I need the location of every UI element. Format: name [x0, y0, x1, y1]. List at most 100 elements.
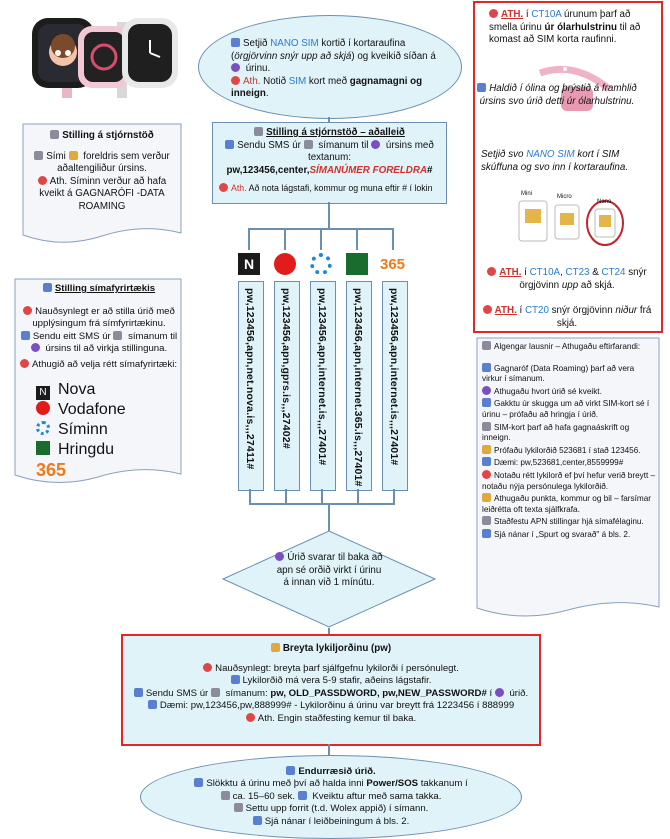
- watch-icon: [275, 552, 285, 561]
- text: snýr örgjövinn: [548, 305, 616, 316]
- arrow-right-icon: [147, 700, 157, 710]
- pin-icon: [219, 183, 228, 192]
- text: gagnamagni og inneign: [231, 75, 423, 100]
- text: Ath.: [243, 75, 261, 87]
- command-text: pw,123456,center,: [226, 164, 310, 176]
- text: úrinu.: [243, 63, 271, 74]
- change-password-box: Breyta lykiljorðinu (pw) Nauðsynlegt: br…: [121, 634, 541, 746]
- connector: [249, 503, 395, 505]
- apn-box-365: pw,123456,apn,internet.is,,,27401#: [382, 281, 408, 491]
- text: .: [265, 88, 269, 99]
- settings-icon: [482, 516, 491, 526]
- text: NANO SIM: [526, 149, 575, 160]
- 365-logo-icon: 365: [380, 256, 406, 273]
- insert-sim-oval: Setjið NANO SIM kortið í kortaraufina (ö…: [198, 15, 462, 119]
- text: úr ólarhulstrinu: [544, 21, 617, 33]
- text: Ath. Síminn verður að hafa kveikt á GAGN…: [39, 175, 167, 212]
- text: til að komast að SIM korta raufinni.: [489, 21, 641, 46]
- watch-icon: [371, 139, 381, 149]
- doc-title: Algengar lausnir – Athugaðu eftirfarandi…: [494, 342, 641, 351]
- carrier-hringdu: Hringdu: [36, 440, 126, 460]
- carrier-name: Nova: [58, 381, 96, 398]
- siminn-logo-icon: [310, 253, 332, 275]
- timer-icon: [220, 790, 230, 800]
- pin-icon: [487, 267, 497, 276]
- family-icon: [68, 150, 78, 160]
- apn-command: pw,123456,apn,gprs.is,,,27402#: [280, 288, 292, 449]
- text: símanum til: [125, 330, 178, 342]
- text: kortið í kortaraufina (: [231, 38, 406, 62]
- text: Haldið í ólina og þrýstið á framhlið úrs…: [479, 83, 637, 107]
- text: kort í SIM skúffuna og svo inn í kortara…: [481, 149, 629, 173]
- book-icon: [252, 815, 262, 825]
- download-icon: [231, 38, 240, 47]
- text: í: [486, 687, 495, 699]
- text: pw, OLD_PASSDWORD, pw,NEW_PASSWORD#: [270, 687, 487, 699]
- gear-icon: [50, 130, 60, 139]
- text: Nauðsynlegt: breyta þarf sjálfgefnu lyki…: [215, 663, 459, 674]
- text: niður: [615, 305, 638, 316]
- text: kort með: [306, 75, 350, 87]
- text: NANO SIM: [270, 38, 319, 49]
- text: að skjá.: [578, 279, 615, 291]
- connector: [356, 228, 358, 250]
- pen-icon: [482, 493, 491, 503]
- book-icon: [482, 528, 491, 538]
- text: CT20: [524, 305, 549, 316]
- apn-command: pw,123456,apn,internet.is,,,27401#: [316, 288, 328, 466]
- watch-icon: [30, 343, 40, 352]
- text: Ath.: [231, 183, 247, 193]
- diamond-text: Úrið svarar til baka að apn sé orðið vir…: [276, 552, 383, 588]
- troubleshooting-doc: Algengar lausnir – Athugaðu eftirfarandi…: [476, 337, 660, 625]
- apn-box-hringdu: pw,123456,apn,internet.365.is,,,27401#: [346, 281, 372, 491]
- phone-icon: [254, 127, 264, 136]
- text: Sendu SMS úr: [145, 687, 211, 699]
- text: snýr örgjövinn: [519, 267, 647, 291]
- list-item: Athugaðu punkta, kommur og bil – farsíma…: [482, 494, 652, 514]
- nova-logo-icon: N: [238, 253, 260, 275]
- pin-icon: [482, 305, 492, 314]
- text: örgjörvinn snýr upp að skjá: [234, 50, 352, 62]
- refresh-icon: [286, 766, 296, 775]
- text: símanum:: [222, 687, 271, 699]
- carrier-name: 365: [36, 460, 67, 480]
- vodafone-logo-icon: [274, 253, 296, 275]
- list-item: Prófaðu lykilorðið 523681 í stað 123456.: [494, 445, 641, 455]
- lock-icon: [482, 444, 491, 454]
- text: Sjá nánar í leiðbeiningum á bls. 2.: [264, 815, 410, 827]
- list-item: SIM-kort þarf að hafa gagnaáskrift og in…: [482, 422, 630, 443]
- text: ,: [560, 267, 566, 278]
- step1-title: Stilling á stjórnstöð – aðalleið: [266, 127, 405, 138]
- text: Lykilorðið má vera 5-9 stafir, aðeins lá…: [242, 675, 432, 687]
- text: takkanum í: [418, 778, 468, 790]
- list-item: Gagnaróf (Data Roaming) þarf að vera vir…: [482, 363, 635, 384]
- list-item: Dæmi: pw,523681,center,8559999#: [494, 458, 624, 468]
- numbers-icon: [230, 675, 240, 685]
- pin-icon: [245, 712, 255, 722]
- text: úrsins með textanum:: [307, 139, 434, 164]
- sim-label: Nano: [597, 199, 612, 205]
- text: Setjið: [243, 38, 271, 49]
- arrow-right-icon: [482, 457, 491, 467]
- doc-title: Stilling símafyrirtækis: [54, 283, 156, 294]
- text: CT24: [601, 267, 626, 278]
- text: úrunum þarf að smella úrinu: [489, 9, 631, 33]
- sms-icon: [225, 139, 235, 149]
- list-item: Athugaðu hvort úrið sé kveikt.: [494, 386, 602, 396]
- carrier-name: Hringdu: [58, 441, 115, 458]
- phone-icon: [303, 139, 313, 149]
- text: í: [516, 305, 525, 316]
- command-text: #: [427, 164, 433, 176]
- watch-icon: [482, 385, 491, 395]
- text: SIM: [288, 75, 307, 87]
- text: úrsins til að virkja stillinguna.: [42, 343, 168, 354]
- sim-icon: [482, 421, 491, 431]
- text: Athugið að velja rétt símafyrirtæki:: [32, 358, 178, 370]
- text: CT23: [565, 267, 590, 278]
- connector: [328, 744, 330, 756]
- tools-icon: [482, 341, 491, 350]
- connector: [328, 202, 330, 228]
- text: í: [521, 267, 530, 278]
- text: foreldris sem verður aðaltengiliður úrsi…: [57, 150, 170, 175]
- ct10a-note-box: ATH. í CT10A úrunum þarf að smella úrinu…: [473, 1, 663, 333]
